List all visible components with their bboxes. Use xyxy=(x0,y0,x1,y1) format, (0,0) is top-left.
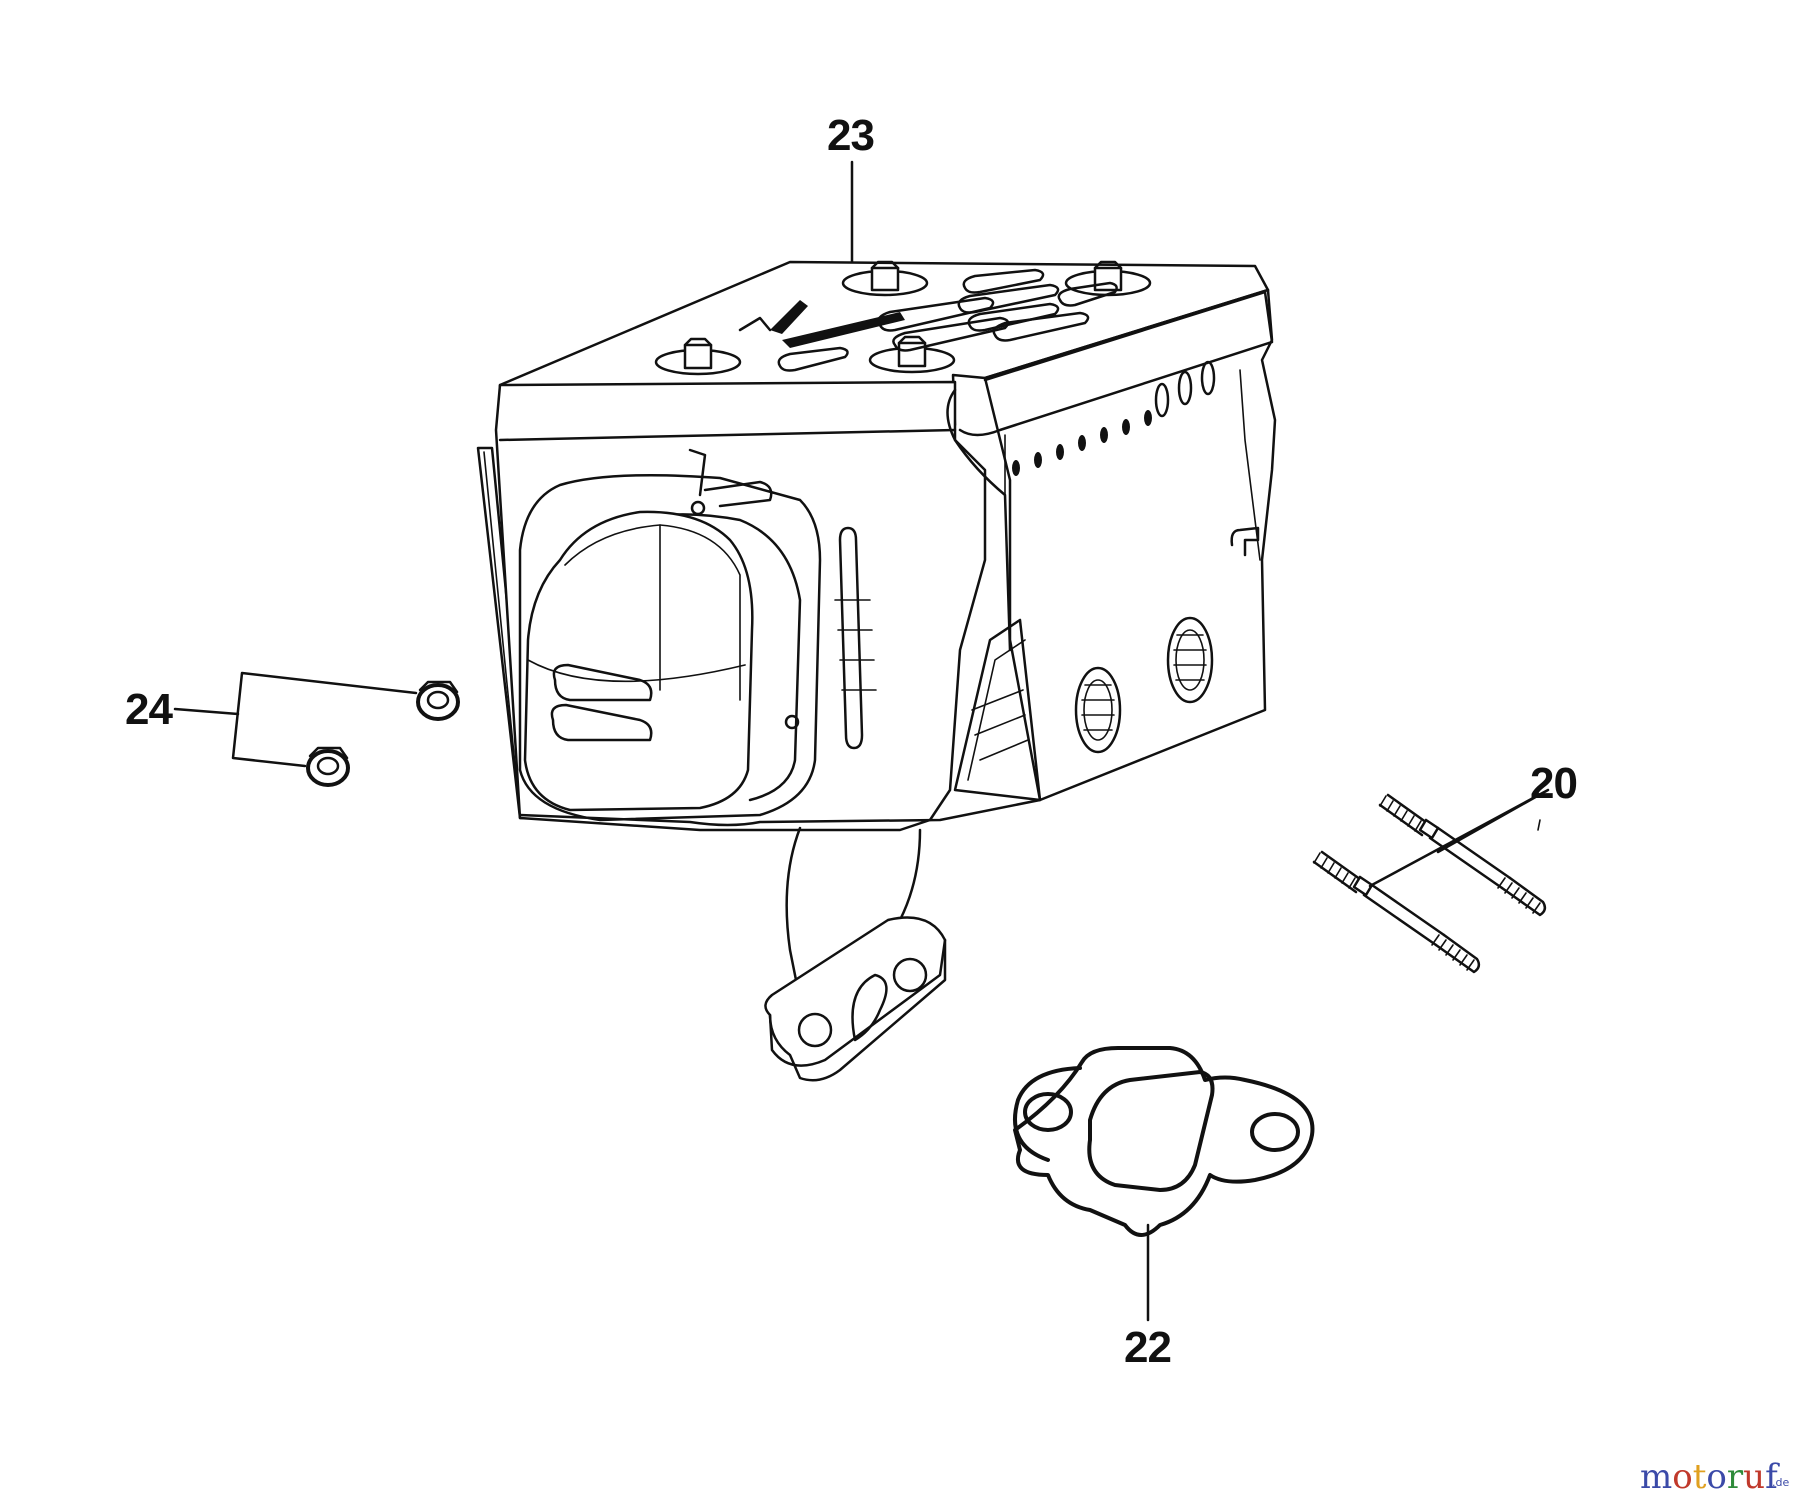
gasket-bolt-hole xyxy=(1250,1112,1300,1152)
callout-24-leader xyxy=(173,707,240,716)
flange-nut xyxy=(416,680,460,721)
side-boss-right xyxy=(1166,616,1214,704)
side-vent-slot xyxy=(1144,410,1152,426)
watermark-letter: t xyxy=(1693,1457,1707,1497)
muffler-rear-flange-inner xyxy=(483,451,521,816)
gusset-ribs xyxy=(971,689,1029,761)
motoruf-watermark-logo: motoruf .de xyxy=(1640,1457,1789,1497)
top-embossed-logo xyxy=(738,300,905,348)
watermark-text: motoruf xyxy=(1640,1457,1780,1497)
side-vent-slot xyxy=(1122,419,1130,435)
watermark-letter: f xyxy=(1765,1457,1780,1497)
muffler-assembly xyxy=(476,260,1277,1082)
flange-bolt-hole xyxy=(797,1012,833,1048)
cap-facet-line xyxy=(659,524,741,701)
muffler-side-lip xyxy=(958,290,1274,437)
cap-facet-line xyxy=(564,524,661,691)
side-vent-slot-large xyxy=(1177,370,1193,406)
muffler-side-corner xyxy=(946,388,1012,652)
side-vent-slot xyxy=(1100,427,1108,443)
callout-20-leader xyxy=(1368,788,1550,888)
side-vent-slot xyxy=(1012,460,1020,476)
gusset-inner xyxy=(967,639,1026,781)
gasket-outline xyxy=(1013,1046,1315,1237)
muffler-front-top-edge xyxy=(498,428,957,442)
callout-23-label: 23 xyxy=(827,111,874,160)
stud-bolt xyxy=(1312,850,1481,974)
gasket-port xyxy=(1087,1070,1215,1192)
shield-hole xyxy=(690,500,706,516)
flange-nut xyxy=(306,746,350,787)
muffler-gusset xyxy=(953,618,1042,802)
muffler-bottom-edge xyxy=(518,798,1042,827)
watermark-letter: o xyxy=(1672,1457,1692,1497)
watermark-letter: m xyxy=(1640,1457,1672,1497)
shield-slot-marks xyxy=(834,599,877,691)
shield-slot xyxy=(838,526,864,750)
front-heat-shield xyxy=(518,448,877,822)
stud-bolt xyxy=(1378,793,1547,917)
side-vent-slots xyxy=(1012,360,1216,476)
callout-24-label: 24 xyxy=(125,685,173,734)
top-bolt xyxy=(654,337,742,376)
side-vent-slot xyxy=(1056,444,1064,460)
exhaust-flange-edge xyxy=(768,938,947,1082)
callout-22-label: 22 xyxy=(1124,1323,1171,1372)
top-vent-slots xyxy=(777,268,1118,372)
shield-hole xyxy=(784,714,800,730)
top-bolt xyxy=(841,260,929,297)
studs-group xyxy=(1312,788,1550,974)
side-vent-slot xyxy=(1078,435,1086,451)
side-vent-slot-large xyxy=(1200,360,1216,396)
side-vent-slot-large xyxy=(1154,382,1170,418)
shield-top-tab xyxy=(688,448,773,508)
side-vent-slot xyxy=(1034,452,1042,468)
callout-24-bracket xyxy=(231,671,418,768)
gasket xyxy=(1013,1046,1315,1322)
watermark-suffix: .de xyxy=(1772,1476,1789,1489)
callout-20-tick xyxy=(1537,819,1541,831)
side-hook-tab xyxy=(1230,526,1260,557)
flange-bolt-hole xyxy=(892,957,928,993)
heat-shield-louver xyxy=(550,703,653,742)
cap-facet-line xyxy=(527,659,746,683)
watermark-letter: u xyxy=(1743,1457,1765,1497)
watermark-letter: o xyxy=(1706,1457,1726,1497)
exhaust-pipe xyxy=(785,826,922,1002)
gasket-bolt-hole xyxy=(1023,1092,1073,1132)
callout-20-label: 20 xyxy=(1530,759,1577,808)
gasket-outline-left xyxy=(1013,1066,1082,1162)
flange-port xyxy=(851,973,888,1042)
nuts-group xyxy=(173,671,460,787)
exhaust-flange xyxy=(764,916,947,1067)
watermark-letter: r xyxy=(1727,1457,1744,1497)
side-boss-left xyxy=(1074,666,1122,754)
heat-shield-louver xyxy=(552,663,653,702)
